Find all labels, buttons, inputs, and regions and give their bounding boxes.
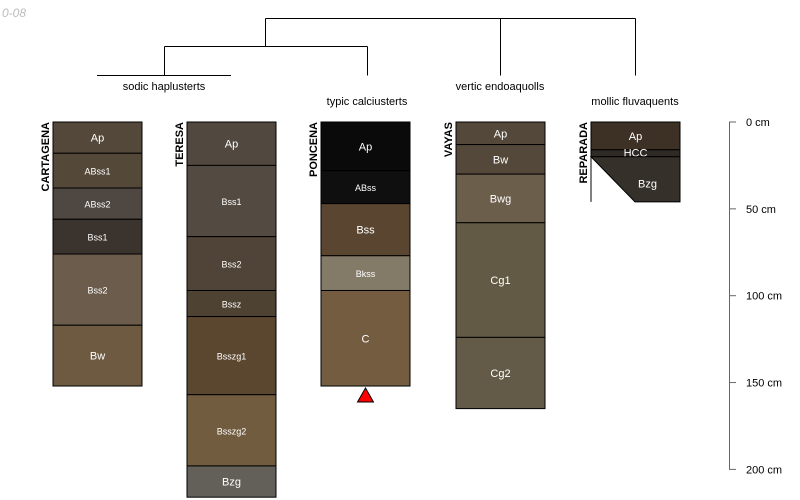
horizon-label: Ap [629,131,642,143]
horizon-label: Bzg [638,178,657,190]
horizon-label: Cg2 [490,368,510,380]
horizon [320,203,411,257]
axis-tick-label: 200 cm [746,464,782,476]
horizon [186,289,277,318]
horizon-label: Bw [493,154,508,166]
axis-tick-label: 50 cm [746,204,776,216]
horizon-label: Bkss [356,269,376,279]
group-label: vertic endoaquolls [456,81,545,93]
group-label: mollic fluvaquents [591,96,679,108]
date-stamp: 0-08 [2,6,27,20]
horizon-label: Bss2 [221,260,241,270]
horizon-label: Ap [359,141,372,153]
horizon [186,164,277,238]
horizon-label: ABss2 [84,200,110,210]
horizon-label: Bwg [490,193,511,205]
horizon-label: Bss1 [87,233,107,243]
horizon [186,394,277,467]
horizon [589,156,681,203]
horizon [455,336,546,410]
horizon [186,465,277,498]
horizon [186,316,277,396]
profile-name: VAYAS [443,122,455,157]
dendrogram [97,18,636,76]
truncation-marker-icon [356,387,375,403]
horizon-label: ABss [355,183,377,193]
horizon-label: Bsszg2 [217,426,247,436]
horizon-label: Bzg [222,477,241,489]
horizon-label: C [362,333,370,345]
depth-axis: 0 cm 50 cm 100 cm 150 cm 200 cm [729,117,782,476]
horizon [320,255,411,291]
horizon [52,121,143,154]
axis-tick-label: 0 cm [746,117,770,129]
group-label: typic calciusterts [327,96,408,108]
horizon-label: Bss [356,225,375,237]
horizon-label: Bss2 [87,286,107,296]
horizon-label: Bsszg1 [217,352,247,362]
horizon-label: Bssz [222,300,242,310]
horizon [320,289,411,387]
horizon-label: Ap [225,139,238,151]
horizon [52,218,143,255]
horizon-label: Bw [90,351,105,363]
horizon-label: Bss1 [221,197,241,207]
axis-tick-label: 150 cm [746,378,782,390]
profile-name: TERESA [174,122,186,167]
horizon [455,144,546,175]
horizon [590,121,681,151]
profile-name: PONCENA [308,122,320,177]
horizon [52,324,143,387]
horizon [52,253,143,326]
horizon-label: ABss1 [84,167,110,177]
horizon [52,152,143,189]
horizon [320,121,411,172]
horizon [52,187,143,220]
horizon [455,222,546,338]
group-label: sodic haplusterts [123,81,206,93]
horizon [455,173,546,224]
profile-name: CARTAGENA [40,122,52,192]
horizon-label: Cg1 [490,275,510,287]
horizon-label: Ap [494,128,507,140]
horizon-label: Ap [91,133,104,145]
dendrogram-branch [97,18,636,76]
axis-tick-label: 100 cm [746,291,782,303]
profile-name: REPARADA [578,122,590,184]
